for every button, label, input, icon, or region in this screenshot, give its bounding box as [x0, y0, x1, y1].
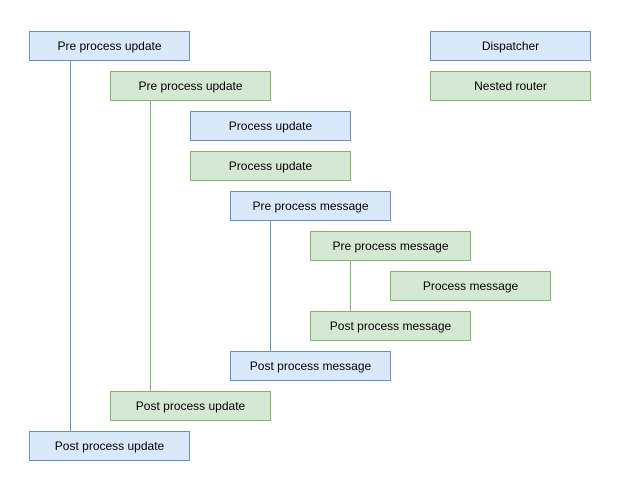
node-label: Post process update [54, 438, 165, 453]
node-label: Pre process update [138, 78, 243, 93]
connector-n1-to-n11 [70, 61, 71, 431]
node-process-update-blue[interactable]: Process update [190, 111, 351, 141]
node-pre-process-update-blue[interactable]: Pre process update [29, 31, 190, 61]
legend-item-label: Nested router [474, 78, 547, 93]
node-label: Post process message [249, 358, 372, 373]
connector-n6-to-n8 [350, 261, 351, 311]
legend-item-dispatcher: Dispatcher [430, 31, 591, 61]
node-label: Process update [228, 118, 313, 133]
node-pre-process-update-green[interactable]: Pre process update [110, 71, 271, 101]
node-label: Post process update [135, 398, 246, 413]
node-process-update-green[interactable]: Process update [190, 151, 351, 181]
node-process-message-green[interactable]: Process message [390, 271, 551, 301]
node-post-process-update-green[interactable]: Post process update [110, 391, 271, 421]
node-label: Process message [422, 278, 519, 293]
connector-n2-to-n10 [150, 101, 151, 391]
node-post-process-message-green[interactable]: Post process message [310, 311, 471, 341]
node-label: Process update [228, 158, 313, 173]
node-post-process-message-blue[interactable]: Post process message [230, 351, 391, 381]
node-pre-process-message-green[interactable]: Pre process message [310, 231, 471, 261]
node-label: Pre process update [57, 38, 162, 53]
node-post-process-update-blue[interactable]: Post process update [29, 431, 190, 461]
node-label: Pre process message [332, 238, 449, 253]
node-pre-process-message-blue[interactable]: Pre process message [230, 191, 391, 221]
legend-item-nested-router: Nested router [430, 71, 591, 101]
node-label: Post process message [329, 318, 452, 333]
connector-n5-to-n9 [270, 221, 271, 351]
node-label: Pre process message [252, 198, 369, 213]
legend-item-label: Dispatcher [481, 38, 540, 53]
